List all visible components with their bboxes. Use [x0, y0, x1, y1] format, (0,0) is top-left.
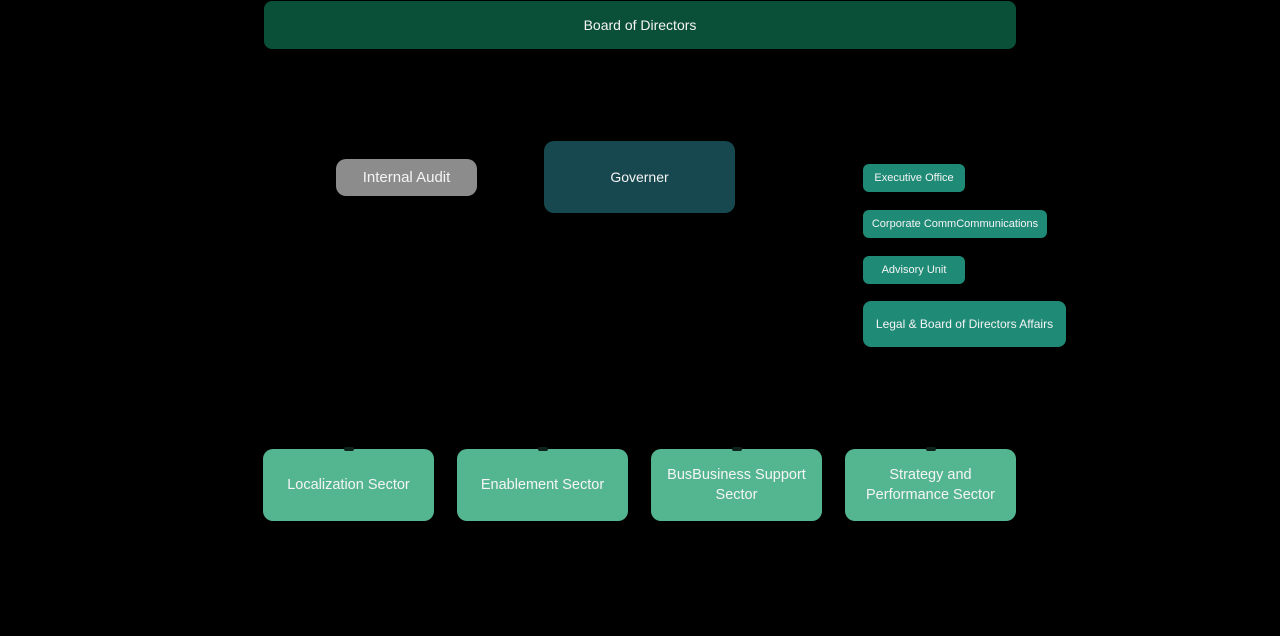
connector-handle — [925, 447, 936, 451]
node-label: Board of Directors — [583, 17, 697, 33]
node-label: BusBusiness Support Sector — [667, 467, 806, 503]
node-internal-audit[interactable]: Internal Audit — [336, 159, 477, 196]
node-governer[interactable]: Governer — [544, 141, 735, 213]
node-corporate-communications[interactable]: Corporate CommCommunications — [863, 210, 1047, 238]
node-label: Enablement Sector — [480, 477, 605, 493]
node-label: Advisory Unit — [881, 264, 947, 276]
node-label: Strategy and Performance Sector — [866, 467, 995, 503]
node-label: Internal Audit — [362, 169, 451, 186]
node-business-support-sector[interactable]: BusBusiness Support Sector — [651, 447, 822, 521]
node-board-of-directors[interactable]: Board of Directors — [264, 1, 1016, 49]
node-localization-sector[interactable]: Localization Sector — [263, 447, 434, 521]
node-legal-board-affairs[interactable]: Legal & Board of Directors Affairs — [863, 301, 1066, 347]
node-label: Localization Sector — [287, 477, 410, 493]
node-strategy-performance-sector[interactable]: Strategy and Performance Sector — [845, 447, 1016, 521]
node-label: Legal & Board of Directors Affairs — [875, 317, 1054, 331]
node-advisory-unit[interactable]: Advisory Unit — [863, 256, 965, 284]
connector-handle — [343, 447, 354, 451]
node-label: Governer — [610, 169, 669, 185]
node-label: Executive Office — [874, 172, 954, 184]
node-label: Corporate CommCommunications — [871, 218, 1039, 230]
node-executive-office[interactable]: Executive Office — [863, 164, 965, 192]
connector-handle — [537, 447, 548, 451]
connector-handle — [731, 447, 742, 451]
node-enablement-sector[interactable]: Enablement Sector — [457, 447, 628, 521]
